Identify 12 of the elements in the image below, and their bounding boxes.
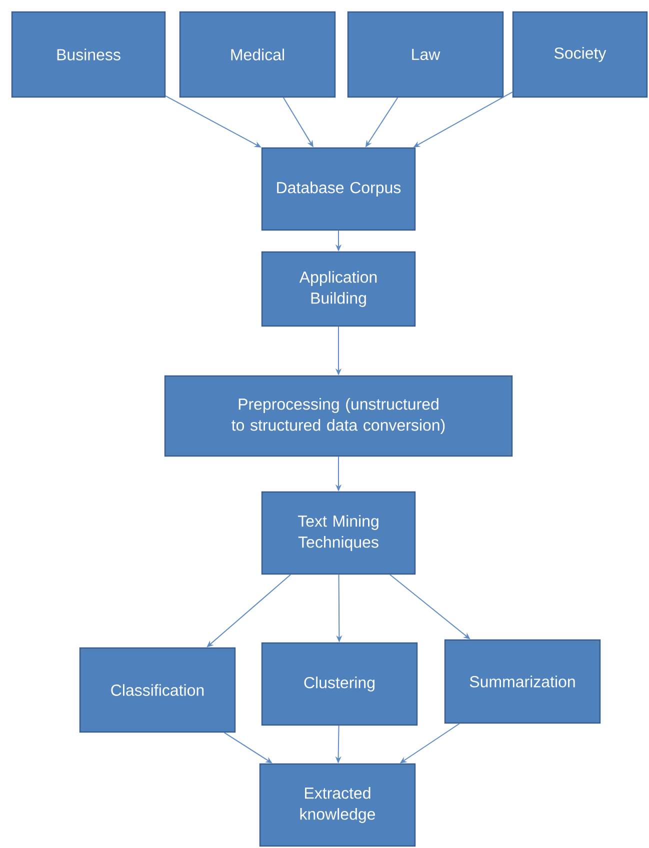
process-box: Clustering — [261, 642, 418, 726]
process-box: Medical — [179, 11, 336, 98]
process-box: Summarization — [444, 639, 601, 724]
process-box: Extracted knowledge — [259, 763, 416, 847]
process-box: Society — [512, 11, 648, 98]
process-box: Business — [11, 11, 166, 98]
process-box: Preprocessing (unstructured to structured data conversion) — [164, 375, 513, 457]
process-box: Text Mining Techniques — [261, 491, 416, 575]
process-box: Law — [347, 11, 504, 98]
process-box: Application Building — [261, 251, 416, 327]
process-box: Classification — [79, 647, 236, 733]
process-box: Database Corpus — [261, 147, 416, 231]
